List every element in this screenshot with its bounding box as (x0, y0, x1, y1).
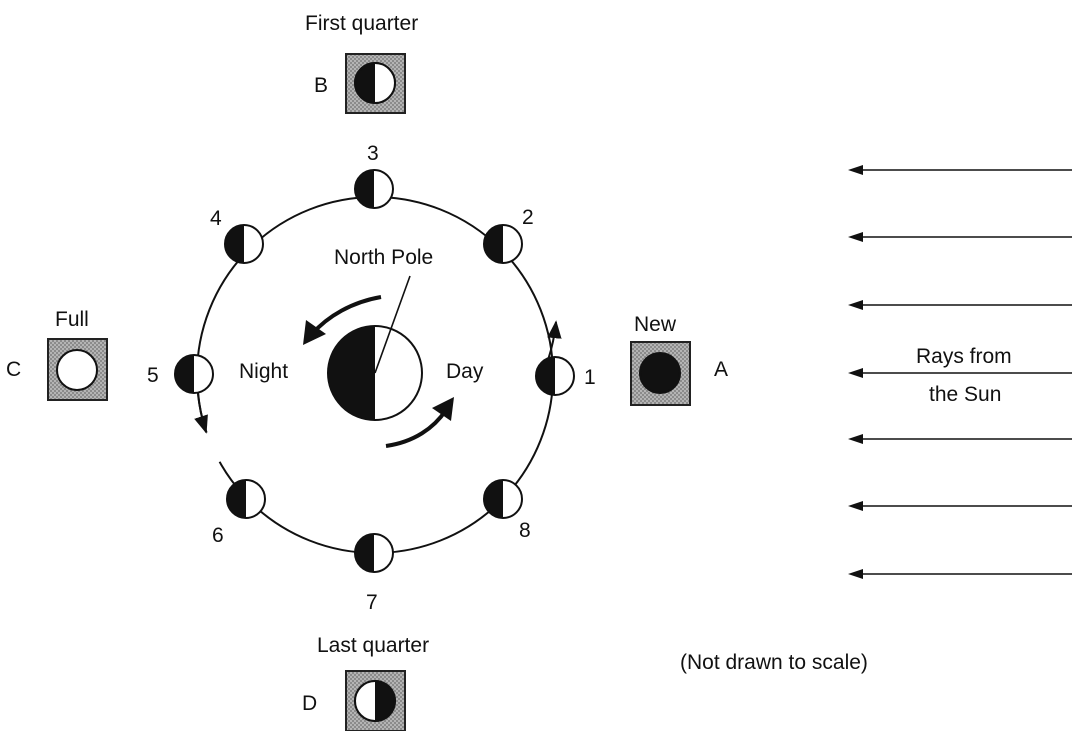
sun-ray-arrowhead-1 (848, 165, 863, 175)
scale-note: (Not drawn to scale) (680, 651, 868, 674)
phase-box-a-name: New (634, 313, 677, 336)
orbit-moon-4-number: 4 (210, 207, 222, 230)
earth (327, 275, 423, 421)
sun-ray-arrowhead-5 (848, 434, 863, 444)
phase-box-a (630, 341, 691, 406)
north-pole-label: North Pole (334, 246, 433, 269)
phase-box-d (345, 670, 406, 731)
north-pole-pointer (374, 275, 411, 374)
phase-box-d-letter: D (302, 692, 317, 715)
orbit-moon-6 (226, 479, 266, 519)
orbit-arrow-left (194, 391, 208, 434)
orbit-moon-3 (354, 169, 394, 209)
sun-ray-arrowhead-6 (848, 501, 863, 511)
orbit-moon-2 (483, 224, 523, 264)
sun-label-line2: the Sun (929, 383, 1001, 406)
phase-box-c (47, 338, 108, 401)
phase-box-c-name: Full (55, 308, 89, 331)
sun-ray-arrowhead-3 (848, 300, 863, 310)
orbit-moon-1 (535, 356, 575, 396)
orbit-moon-7 (354, 533, 394, 573)
orbit-moon-8 (483, 479, 523, 519)
orbit-moon-1-number: 1 (584, 366, 596, 389)
orbit-moon-3-number: 3 (367, 142, 379, 165)
orbit-moon-2-number: 2 (522, 206, 534, 229)
phase-box-a-letter: A (714, 358, 728, 381)
sun-ray-arrowhead-7 (848, 569, 863, 579)
sun-rays (848, 165, 1072, 579)
sun-ray-arrowhead-2 (848, 232, 863, 242)
orbit-moon-8-number: 8 (519, 519, 531, 542)
night-label: Night (239, 360, 288, 383)
orbit-moon-6-number: 6 (212, 524, 224, 547)
day-label: Day (446, 360, 484, 383)
orbit-moon-5 (174, 354, 214, 394)
orbit-moon-7-number: 7 (366, 591, 378, 614)
phase-box-b-name: First quarter (305, 12, 418, 35)
phase-box-d-name: Last quarter (317, 634, 429, 657)
orbit-moon-4 (224, 224, 264, 264)
orbit-moon-5-number: 5 (147, 364, 159, 387)
phase-box-b (345, 53, 406, 114)
phase-box-c-letter: C (6, 358, 21, 381)
sun-label-line1: Rays from (916, 345, 1012, 368)
earth-rotation-arrows (303, 295, 454, 448)
sun-ray-arrowhead-4 (848, 368, 863, 378)
phase-box-b-letter: B (314, 74, 328, 97)
